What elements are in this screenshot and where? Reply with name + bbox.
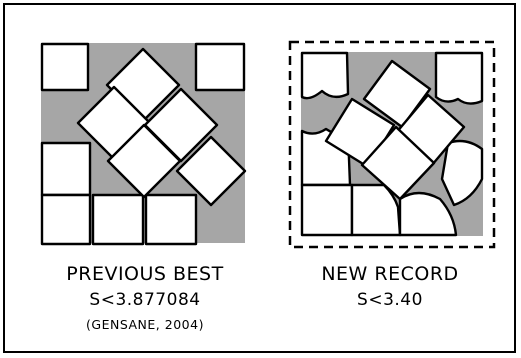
unit-square [42,143,90,195]
unit-square [42,195,90,244]
new-record-bound: S<3.40 [285,290,495,310]
unit-square [42,44,88,90]
previous-best-packing [39,41,253,251]
unit-square [302,53,348,98]
unit-square [196,44,244,90]
previous-best-bound: S<3.877084 [35,290,255,310]
new-record-packing [288,39,498,251]
previous-best-credit: (GENSANE, 2004) [35,317,255,332]
comic-panel: PREVIOUS BEST S<3.877084 (GENSANE, 2004)… [3,3,516,353]
unit-square [302,185,352,235]
unit-square [93,195,143,244]
new-record-title: NEW RECORD [285,263,495,285]
unit-square [436,53,482,104]
unit-square [146,195,196,244]
previous-best-title: PREVIOUS BEST [35,263,255,285]
